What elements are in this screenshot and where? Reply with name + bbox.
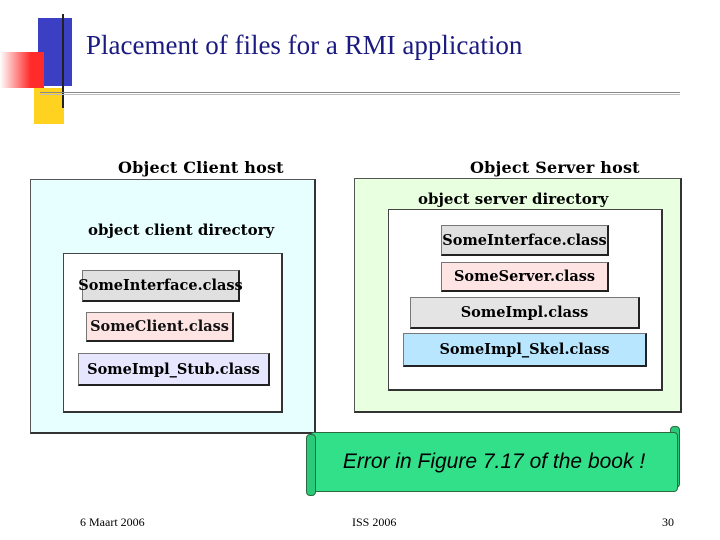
- footer-course: ISS 2006: [352, 515, 397, 529]
- client-file-someimpl-stub: SomeImpl_Stub.class: [78, 353, 270, 386]
- title-underline-shadow: [40, 94, 680, 95]
- server-file-someserver: SomeServer.class: [441, 262, 609, 292]
- client-file-someclient: SomeClient.class: [86, 312, 234, 342]
- server-host-label: Object Server host: [470, 158, 640, 177]
- client-host-label: Object Client host: [118, 158, 284, 177]
- decor-red-square: [0, 52, 44, 88]
- server-file-someimpl-skel: SomeImpl_Skel.class: [403, 333, 647, 367]
- decor-vertical-line: [62, 14, 64, 108]
- footer-date: 6 Maart 2006: [80, 515, 145, 529]
- client-file-someinterface: SomeInterface.class: [78, 270, 243, 302]
- title-underline: [40, 92, 680, 93]
- client-dir-label: object client directory: [88, 221, 275, 239]
- footer-page-number: 30: [662, 515, 674, 529]
- server-file-someinterface: SomeInterface.class: [441, 225, 609, 256]
- server-file-someimpl: SomeImpl.class: [410, 297, 640, 329]
- note-scroll-left-curl: [306, 434, 316, 496]
- slide-title: Placement of files for a RMI application: [86, 30, 523, 60]
- server-dir-label: object server directory: [418, 190, 609, 208]
- error-note: Error in Figure 7.17 of the book !: [310, 432, 678, 492]
